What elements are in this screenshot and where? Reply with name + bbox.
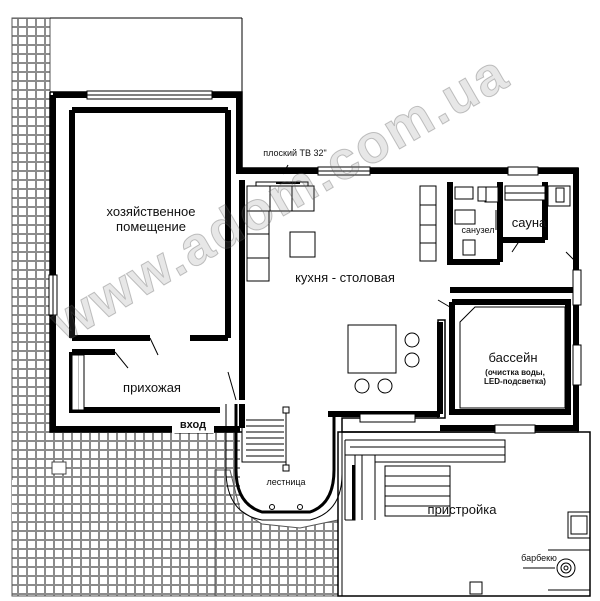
pool-outline bbox=[459, 306, 566, 409]
room-bathroom: санузел bbox=[461, 225, 495, 235]
staircase bbox=[225, 404, 343, 521]
room-annex: пристройка bbox=[427, 502, 497, 517]
room-pool: бассейн bbox=[488, 350, 538, 365]
room-utility: хозяйственное помещение bbox=[92, 204, 210, 234]
room-kitchen: кухня - столовая bbox=[295, 270, 395, 285]
room-pool-note-line-2: LED-подсветка) bbox=[484, 377, 546, 386]
room-utility-line-2: помещение bbox=[116, 219, 186, 234]
tv-label: плоский ТВ 32" bbox=[263, 148, 327, 158]
tiled-terrace bbox=[11, 17, 343, 597]
kitchen-furniture bbox=[246, 181, 437, 394]
doors bbox=[114, 239, 577, 401]
room-sauna: сауна bbox=[511, 215, 547, 230]
yard-outline bbox=[50, 17, 243, 92]
room-stairs: лестница bbox=[266, 477, 306, 487]
bbq-label: барбекю bbox=[521, 553, 557, 563]
room-pool-note-line-1: (очистка воды, bbox=[485, 368, 545, 377]
entrance-label: вход bbox=[172, 418, 214, 433]
room-pool-note: (очистка воды, LED-подсветка) bbox=[470, 368, 560, 386]
annex-area bbox=[337, 431, 591, 597]
room-hall: прихожая bbox=[123, 380, 181, 395]
room-utility-line-1: хозяйственное bbox=[106, 204, 196, 219]
bathroom-fixtures bbox=[454, 185, 571, 256]
